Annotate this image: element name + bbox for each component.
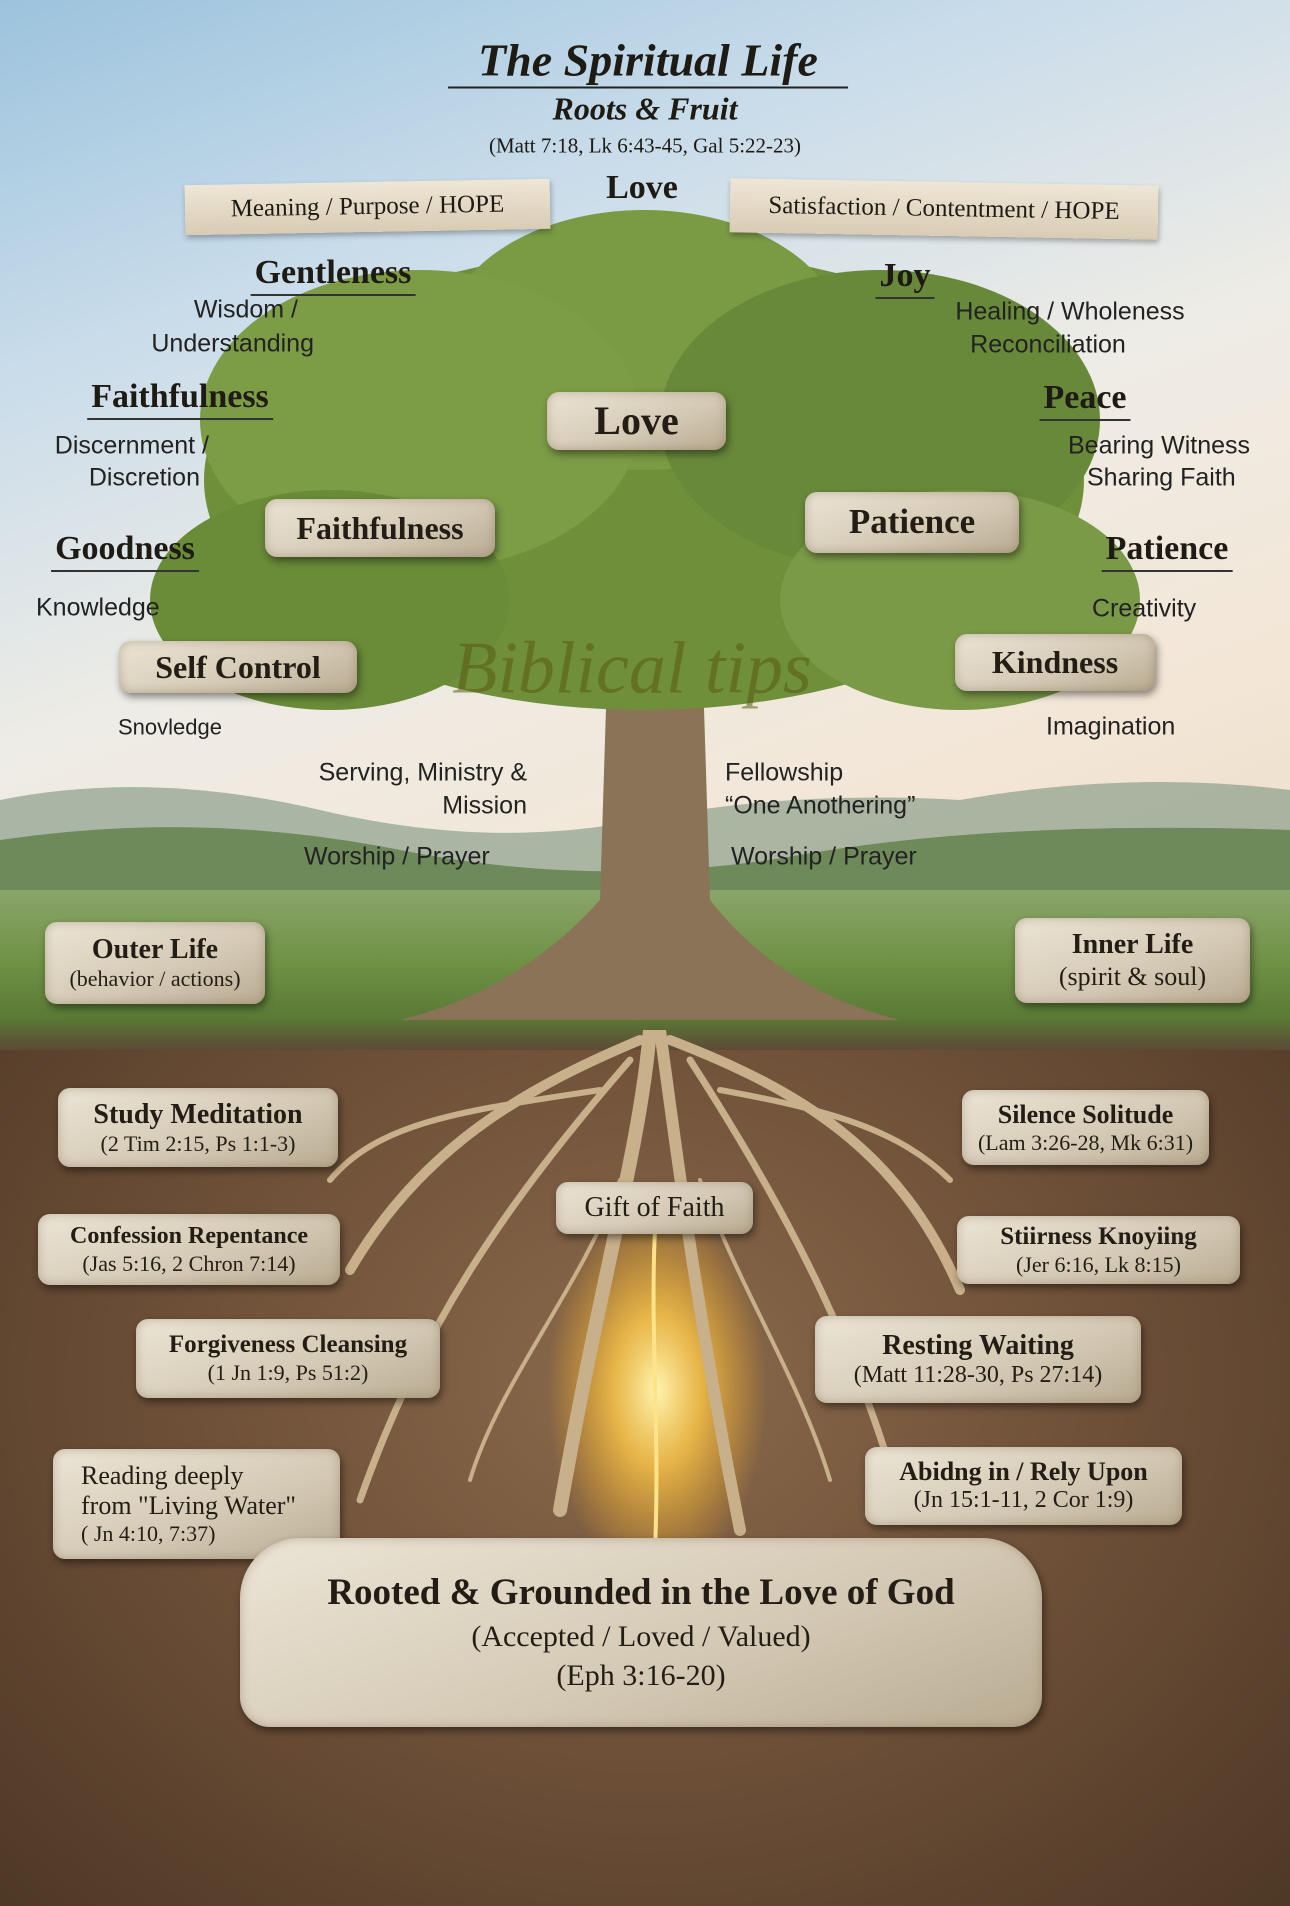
root-stone-silence: Silence Solitude (Lam 3:26-28, Mk 6:31) [962,1090,1209,1165]
fruit-peace: Peace [1039,379,1131,421]
stone-patience: Patience [805,492,1019,553]
banner-satisfaction: Satisfaction / Contentment / HOPE [729,178,1159,240]
fruit-joy: Joy [875,257,935,299]
root-title: Stiirness Knoyiing [1000,1222,1197,1250]
root-ref: (Jas 5:16, 2 Chron 7:14) [82,1250,296,1276]
stone-kindness: Kindness [955,634,1155,691]
text-imagination: Imagination [1046,712,1176,741]
fruit-joy-line2: Reconciliation [970,330,1126,359]
banner-meaning: Meaning / Purpose / HOPE [184,178,551,236]
root-ref: ( Jn 4:10, 7:37) [81,1521,216,1547]
root-ref: (Matt 11:28-30, Ps 27:14) [853,1361,1103,1388]
stone-outer-life: Outer Life (behavior / actions) [45,922,265,1004]
watermark: Biblical tips [452,627,812,710]
text-serving-2: Mission [442,791,527,820]
text-worship-right: Worship / Prayer [731,842,917,871]
fruit-peace-line1: Bearing Witness [1068,431,1251,460]
tree-illustration [150,210,1140,1020]
root-ref: (Lam 3:26-28, Mk 6:31) [977,1129,1194,1155]
foundation-line3: (Eph 3:16-20) [556,1658,726,1692]
root-ref: (2 Tim 2:15, Ps 1:1-3) [100,1130,296,1156]
root-ref: (Jer 6:16, Lk 8:15) [1016,1251,1181,1277]
root-title: Resting Waiting [882,1329,1074,1361]
root-ref: (Jn 15:1-11, 2 Cor 1:9) [913,1487,1134,1514]
fruit-gentleness: Gentleness [250,254,416,296]
page-title: The Spiritual Life [448,34,848,89]
root-title: Study Meditation [93,1098,303,1130]
fruit-gentleness-line2: Understanding [151,329,314,358]
text-fellowship-1: Fellowship [725,758,844,787]
inner-life-sub: (spirit & soul) [1058,961,1207,991]
stone-gift-of-faith: Gift of Faith [556,1182,753,1234]
fruit-goodness: Goodness [51,530,199,572]
root-title: Reading deeply [81,1461,244,1491]
root-ref: (1 Jn 1:9, Ps 51:2) [207,1360,369,1386]
fruit-patience: Patience [1101,530,1233,572]
root-title-2: from "Living Water" [81,1491,297,1521]
root-stone-resting: Resting Waiting (Matt 11:28-30, Ps 27:14… [815,1316,1141,1403]
fruit-faithfulness-line2: Discretion [88,463,200,492]
root-title: Confession Repentance [70,1223,308,1250]
fruit-faithfulness: Faithfulness [87,378,273,420]
text-fellowship-2: “One Anothering” [725,791,916,820]
text-snovledge: Snovledge [118,714,222,740]
stone-faithfulness: Faithfulness [265,499,495,557]
outer-life-sub: (behavior / actions) [69,966,241,992]
fruit-joy-line1: Healing / Wholeness [955,297,1185,326]
foundation-title: Rooted & Grounded in the Love of God [327,1571,955,1613]
root-title: Abidng in / Rely Upon [899,1457,1148,1487]
stone-love: Love [547,392,726,450]
top-fruit-love: Love [606,169,678,206]
foundation-stone: Rooted & Grounded in the Love of God (Ac… [240,1538,1042,1727]
fruit-peace-line2: Sharing Faith [1087,463,1236,492]
fruit-gentleness-line1: Wisdom / [193,295,298,324]
root-title: Forgiveness Cleansing [168,1331,408,1359]
text-serving-1: Serving, Ministry & [318,758,527,787]
page-subtitle: Roots & Fruit [552,90,738,127]
foundation-line2: (Accepted / Loved / Valued) [471,1620,811,1654]
text-worship-left: Worship / Prayer [304,842,490,871]
root-stone-confession: Confession Repentance (Jas 5:16, 2 Chron… [38,1214,340,1285]
root-title: Silence Solitude [997,1099,1174,1129]
root-stone-abiding: Abidng in / Rely Upon (Jn 15:1-11, 2 Cor… [865,1447,1182,1525]
fruit-faithfulness-line1: Discernment / [54,431,209,460]
fruit-goodness-line1: Knowledge [36,593,160,622]
stone-inner-life: Inner Life (spirit & soul) [1015,918,1250,1003]
root-stone-forgiveness: Forgiveness Cleansing (1 Jn 1:9, Ps 51:2… [136,1319,440,1398]
scripture-references: (Matt 7:18, Lk 6:43-45, Gal 5:22-23) [488,133,802,158]
stone-self-control: Self Control [119,641,357,693]
fruit-patience-line1: Creativity [1092,594,1197,623]
root-stone-study: Study Meditation (2 Tim 2:15, Ps 1:1-3) [58,1088,338,1167]
inner-life-title: Inner Life [1071,929,1194,961]
root-stone-stillness: Stiirness Knoyiing (Jer 6:16, Lk 8:15) [957,1216,1240,1284]
outer-life-title: Outer Life [91,934,219,966]
